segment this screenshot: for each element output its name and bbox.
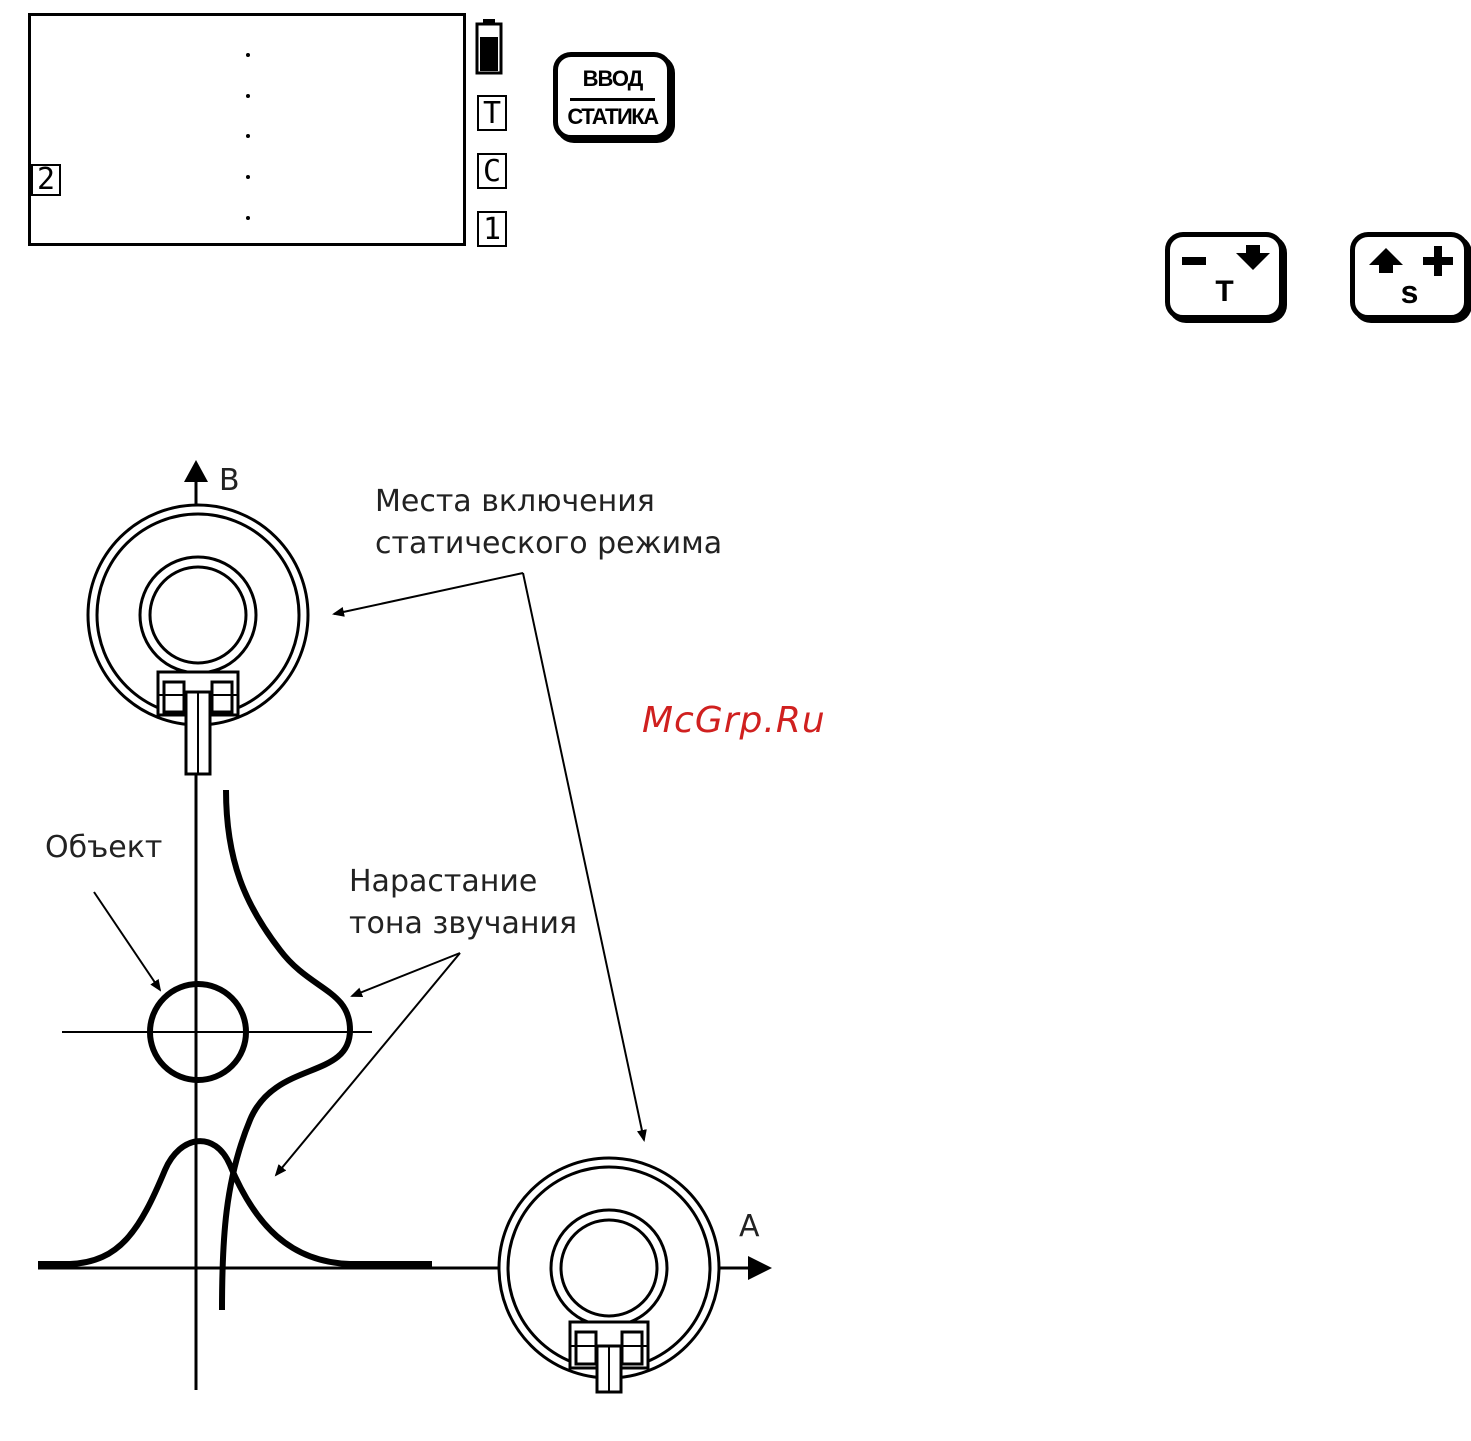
tone-label-line1: Нарастание bbox=[349, 861, 537, 903]
search-coil-a bbox=[499, 1158, 719, 1392]
tone-label-line2: тона звучания bbox=[349, 903, 577, 945]
tone-arrow-b bbox=[352, 953, 460, 996]
object-arrow bbox=[94, 892, 160, 990]
static-mode-label-line2: статического режима bbox=[375, 523, 722, 565]
axis-b-label: B bbox=[219, 460, 240, 502]
axis-a-label: A bbox=[739, 1206, 760, 1248]
static-mode-arrow-b bbox=[334, 573, 523, 614]
tone-arrow-a bbox=[276, 953, 460, 1175]
static-mode-arrow-a bbox=[523, 573, 644, 1140]
axis-b-arrow bbox=[184, 460, 208, 482]
object-label: Объект bbox=[45, 827, 162, 869]
static-mode-label-line1: Места включения bbox=[375, 481, 655, 523]
axis-a-arrow bbox=[748, 1256, 772, 1280]
search-coil-b bbox=[88, 505, 308, 774]
watermark: McGrp.Ru bbox=[642, 700, 826, 741]
